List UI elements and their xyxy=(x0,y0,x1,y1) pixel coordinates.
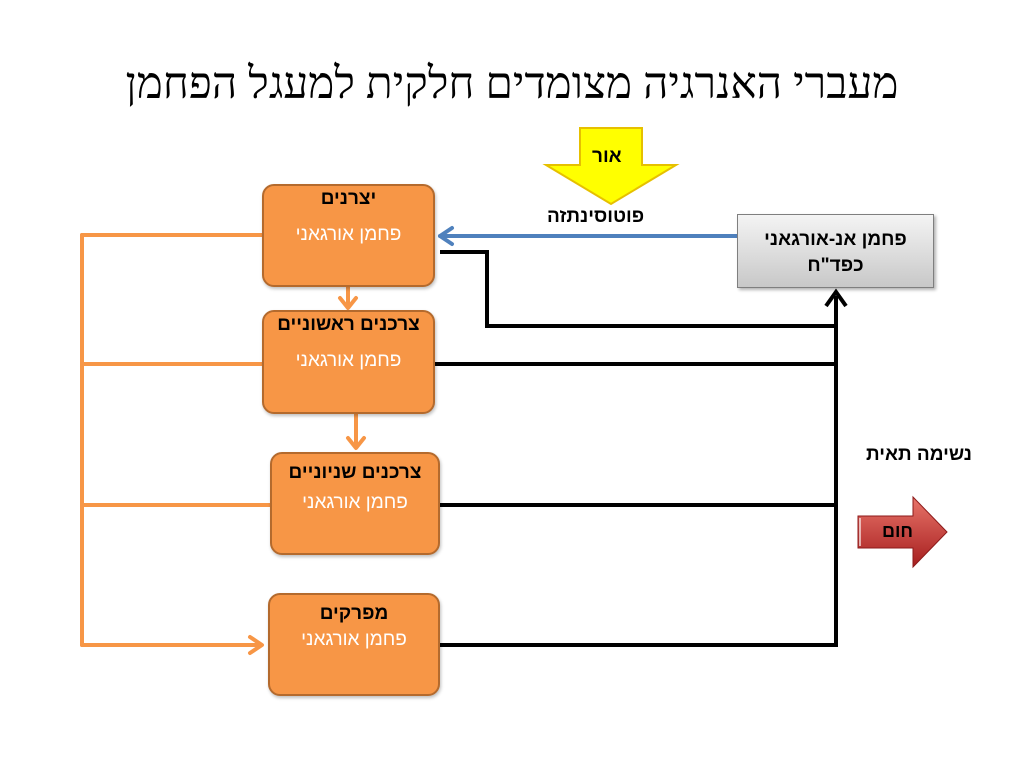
level-carbon-label: פחמן אורגאני xyxy=(295,350,402,371)
level-title: צרכנים שניוניים xyxy=(288,462,422,483)
level-title: צרכנים ראשוניים xyxy=(277,314,420,335)
level-carbon-label: פחמן אורגאני xyxy=(295,224,402,245)
level-title: יצרנים xyxy=(320,188,377,209)
level-carbon-label: פחמן אורגאני xyxy=(302,492,408,513)
respiration-label: נשימה תאית xyxy=(866,444,972,465)
inorganic-carbon-label: פחמן אנ-אורגאני xyxy=(764,229,907,250)
light-label: אור xyxy=(592,146,622,167)
heat-arrow xyxy=(857,495,948,569)
level-box-secondary-consumers: צרכנים שניוניים פחמן אורגאני xyxy=(270,452,440,555)
heat-label: חום xyxy=(882,521,913,541)
inorganic-carbon-sublabel: כפד"ח xyxy=(807,255,864,276)
feeding-arrows xyxy=(338,285,366,450)
light-arrow xyxy=(542,127,680,206)
level-box-primary-consumers: צרכנים ראשוניים פחמן אורגאני xyxy=(262,310,435,414)
level-box-producers: יצרנים פחמן אורגאני xyxy=(262,184,435,287)
respiration-line-producers xyxy=(440,250,836,328)
respiration-lines xyxy=(434,250,848,647)
level-title: מפרקים xyxy=(319,603,389,624)
level-box-decomposers: מפרקים פחמן אורגאני xyxy=(268,593,440,696)
level-carbon-label: פחמן אורגאני xyxy=(301,629,407,650)
inorganic-carbon-box: פחמן אנ-אורגאני כפד"ח xyxy=(737,214,934,288)
photosynthesis-label: פוטוסינתזה xyxy=(547,206,645,227)
respiration-arrowhead xyxy=(824,288,848,308)
photosynthesis-arrow xyxy=(438,226,739,246)
detritus-lines xyxy=(80,233,272,655)
page-title: מעברי האנרגיה מצומדים חלקית למעגל הפחמן xyxy=(125,59,899,108)
detritus-arrowhead xyxy=(248,635,264,655)
